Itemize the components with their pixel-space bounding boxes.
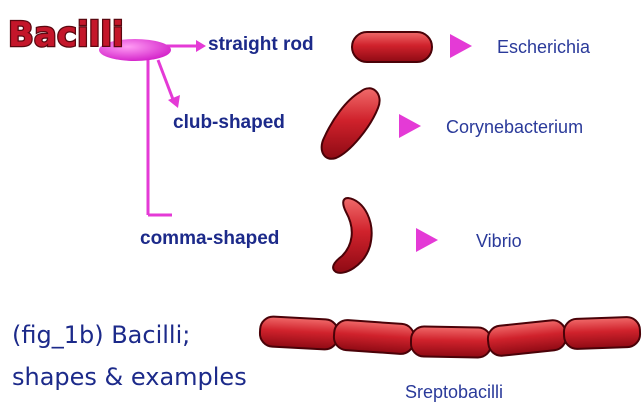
straight-rod-bacterium bbox=[352, 32, 432, 62]
connector-arrowhead bbox=[196, 40, 206, 52]
streptobacilli-chain bbox=[259, 316, 640, 358]
arrow-to-vibrio bbox=[416, 228, 438, 252]
chain-cell bbox=[411, 326, 492, 357]
caption-line-2: shapes & examples bbox=[12, 363, 247, 391]
chain-cell bbox=[259, 316, 338, 350]
label-club-shaped: club-shaped bbox=[173, 112, 285, 133]
label-straight-rod: straight rod bbox=[208, 34, 314, 55]
example-corynebacterium: Corynebacterium bbox=[446, 117, 583, 137]
example-sreptobacilli: Sreptobacilli bbox=[405, 382, 503, 402]
comma-shaped-bacterium bbox=[333, 198, 371, 273]
chain-cell bbox=[487, 319, 568, 357]
connector-arrowhead bbox=[168, 95, 180, 108]
arrow-to-escherichia bbox=[450, 34, 472, 58]
caption-line-1: (fig_1b) Bacilli; bbox=[12, 321, 190, 349]
label-comma-shaped: comma-shaped bbox=[140, 228, 279, 249]
connector-club bbox=[158, 60, 174, 102]
chain-cell bbox=[563, 317, 640, 350]
example-vibrio: Vibrio bbox=[476, 231, 522, 251]
example-escherichia: Escherichia bbox=[497, 37, 591, 57]
chain-cell bbox=[333, 319, 415, 355]
diagram-title: Bacilli bbox=[8, 15, 124, 55]
arrow-to-corynebacterium bbox=[399, 114, 421, 138]
club-shaped-bacterium bbox=[322, 88, 380, 158]
